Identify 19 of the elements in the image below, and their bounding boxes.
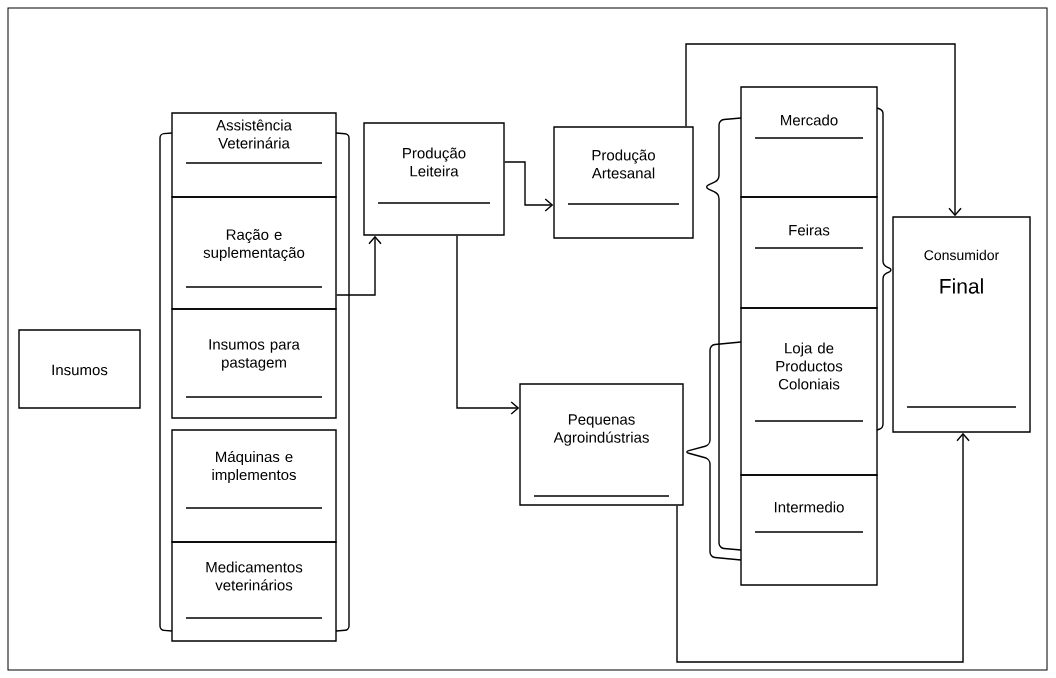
text-box: Mercado xyxy=(740,86,878,198)
text-box: Loja de Productos Coloniais xyxy=(740,307,878,476)
arrow xyxy=(336,235,382,296)
text-box: Medicamentos veterinários xyxy=(171,541,337,642)
text-box: Produção Leiteira xyxy=(363,122,505,236)
arrow xyxy=(685,43,962,217)
text-box: Feiras xyxy=(740,196,878,309)
text-box: Consumidor Final xyxy=(892,216,1031,433)
text-box: Produção Artesanal xyxy=(553,126,694,239)
text-box: Insumos para pastagem xyxy=(171,308,337,419)
text-box: Ração e suplementação xyxy=(171,196,337,310)
arrow xyxy=(676,432,970,663)
arrow xyxy=(456,235,520,415)
text-box: Insumos xyxy=(18,329,141,409)
arrow xyxy=(504,161,554,212)
text-box: Assistência Veterinária xyxy=(171,112,337,198)
text-box: Máquinas e implementos xyxy=(171,429,337,543)
text-box: Pequenas Agroindústrias xyxy=(519,383,684,506)
text-box: Intermedio xyxy=(740,474,878,586)
